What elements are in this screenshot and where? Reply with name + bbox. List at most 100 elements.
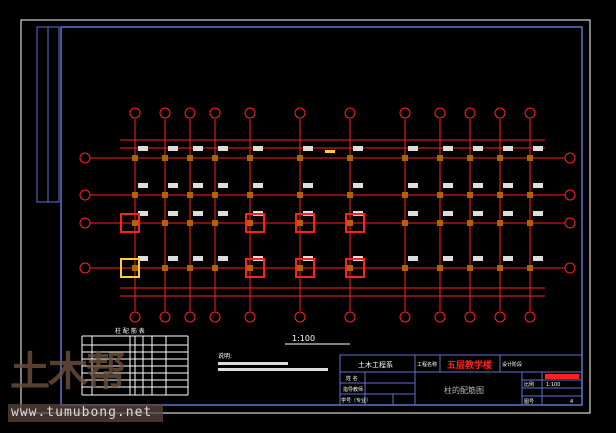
axis-bubble [564,189,576,201]
column-tag [218,256,228,261]
drawing-title: 柱的配筋图 [444,385,484,395]
column [187,192,193,198]
sheet-value: 4 [570,399,573,405]
axis-bubble [244,107,256,119]
column-tag [473,211,483,216]
column [247,155,253,161]
column [247,265,253,271]
axis-bubble [434,107,446,119]
column-tag [218,146,228,151]
name-label: 姓 名 [346,375,358,382]
column-tag [138,211,148,216]
column [347,265,353,271]
axis-bubble [79,189,91,201]
column [297,265,303,271]
drawing-number-mark [545,374,579,379]
column [497,265,503,271]
axis-bubble [564,262,576,274]
plan-caption: 1:100 [292,334,315,343]
column-tag [168,211,178,216]
scale-value: 1:100 [546,382,560,388]
column [187,220,193,226]
column [162,265,168,271]
column-detail [245,213,265,233]
column-tag [193,183,203,188]
column-detail [295,258,315,278]
column [132,192,138,198]
column-tag [168,146,178,151]
column-tag [253,146,263,151]
column-detail [120,258,140,278]
axis-bubble [494,107,506,119]
column [247,192,253,198]
column-tag [353,146,363,151]
column [527,192,533,198]
column [437,155,443,161]
axis-bubble [399,311,411,323]
column-tag [218,211,228,216]
axis-bubble [79,152,91,164]
column-detail [345,258,365,278]
column-tag [138,256,148,261]
column [187,265,193,271]
axis-bubble [464,107,476,119]
axis-bubble [524,311,536,323]
axis-bubble [344,311,356,323]
axis-bubble [564,217,576,229]
column-tag [193,146,203,151]
column-tag [168,183,178,188]
axis-bubble [464,311,476,323]
column [187,155,193,161]
column-tag [473,256,483,261]
column-grid [79,107,576,323]
axis-bubble [129,107,141,119]
axis-bubble [434,311,446,323]
column-tag [443,256,453,261]
column-tag [473,146,483,151]
column [347,155,353,161]
axis-bubble [294,107,306,119]
watermark-url: www.tumubong.net [8,404,163,422]
column [437,192,443,198]
column [212,265,218,271]
note-line [218,362,288,365]
column-tag [408,211,418,216]
axis-bubble [494,311,506,323]
project-label: 工程名称 [417,361,437,368]
axis-bubble [399,107,411,119]
column [402,192,408,198]
column [162,220,168,226]
column [527,155,533,161]
column-tag [303,146,313,151]
axis-bubble [159,311,171,323]
axis-bubble [244,311,256,323]
class-label: 学号（专业） [341,397,371,404]
project-name: 五层教学楼 [447,359,492,371]
column-tag [303,183,313,188]
column [132,220,138,226]
column [347,220,353,226]
axis-bubble [79,217,91,229]
design-label: 设计阶段 [502,361,522,368]
column [132,265,138,271]
axis-bubble [129,311,141,323]
axis-bubble [209,311,221,323]
column-tag [503,211,513,216]
note-line [218,368,328,371]
column-tag [533,146,543,151]
column [132,155,138,161]
column [212,155,218,161]
column-tag [218,183,228,188]
column [527,220,533,226]
column [437,265,443,271]
column-tag [408,256,418,261]
axis-bubble [524,107,536,119]
axis-bubble [209,107,221,119]
column-tag [408,183,418,188]
rebar-table [81,335,189,396]
column-tag [443,183,453,188]
column [297,155,303,161]
scale-label: 比例 [524,381,534,388]
advisor-label: 指导教师 [343,386,363,393]
